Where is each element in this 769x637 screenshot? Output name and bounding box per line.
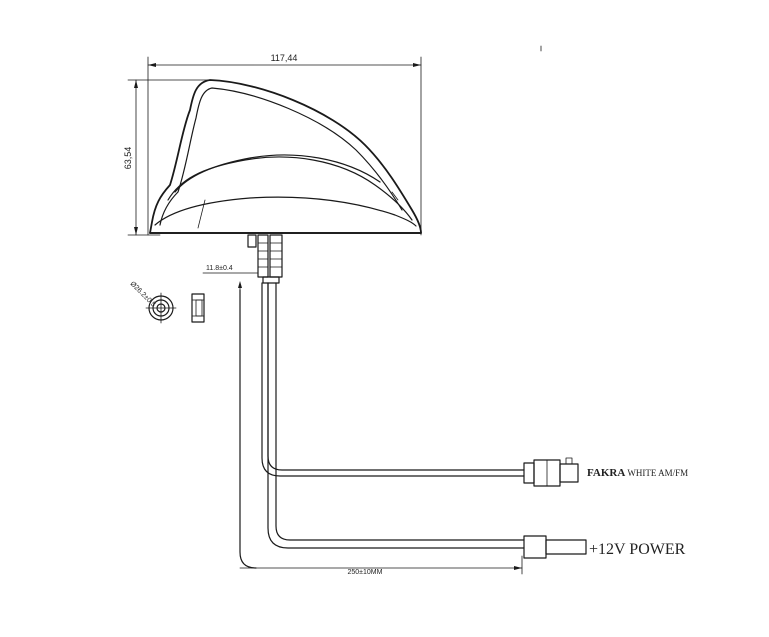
connector-stubs (247, 234, 283, 284)
nut-front-view: Ø26.2±0.5 (129, 280, 177, 324)
nut-side-view (191, 293, 205, 323)
height-dimension: 63,54 (123, 79, 211, 236)
height-label: 63,54 (123, 147, 133, 170)
power-label: +12V POWER (589, 541, 686, 558)
cable-length-label: 250±10MM (348, 569, 383, 576)
connector-length-dimension: 11.8±0.4 (202, 265, 259, 291)
connector-length-label: 11.8±0.4 (206, 265, 233, 272)
fakra-connector: FAKRA WHITE AM/FM (523, 457, 688, 487)
width-dimension: 117,44 (147, 53, 422, 236)
cable-length-dimension: 250±10MM (239, 555, 523, 576)
power-connector: +12V POWER (523, 535, 686, 559)
fakra-label: FAKRA WHITE AM/FM (587, 467, 688, 479)
cables (239, 282, 525, 569)
diameter-label: Ø26.2±0.5 (129, 280, 157, 308)
width-label: 117,44 (271, 53, 298, 63)
antenna-body (149, 79, 422, 234)
